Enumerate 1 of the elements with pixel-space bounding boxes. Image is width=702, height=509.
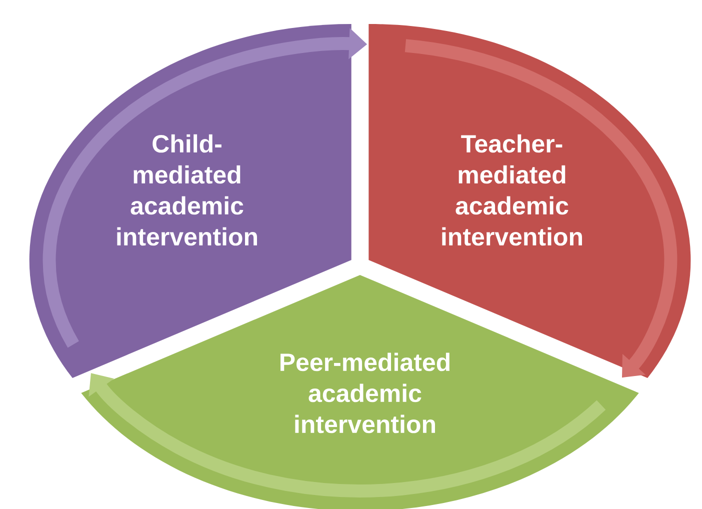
- pie-segment: Peer-mediated academic intervention: [81, 275, 639, 509]
